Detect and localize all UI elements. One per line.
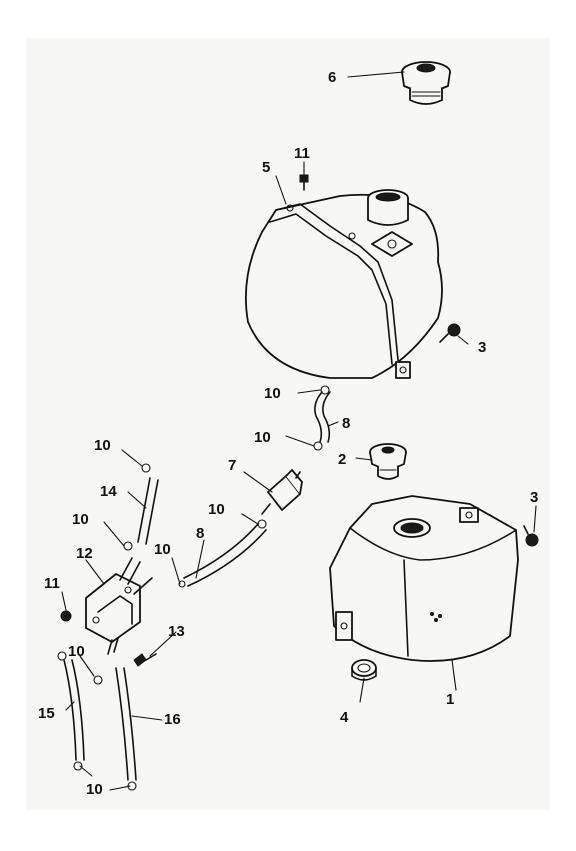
callout-13: 13	[168, 623, 185, 640]
fuel-filter-part	[261, 469, 303, 515]
diagram-sheet	[26, 38, 550, 810]
leader-lines	[61, 71, 537, 791]
callout-labels: 1 2 3 3 4 5 6 7 8 8 10 10 10 10 10 10 10…	[38, 69, 538, 798]
callout-8-upper: 8	[342, 415, 350, 432]
fuel-cap-top-part	[401, 61, 451, 105]
lower-fuel-tank-part	[329, 495, 519, 662]
callout-15: 15	[38, 705, 55, 722]
callout-11-top: 11	[294, 145, 310, 162]
callout-10-hose-14-bottom: 10	[72, 511, 89, 528]
upper-fuel-tank-part	[245, 189, 443, 379]
callout-16: 16	[164, 711, 181, 728]
callout-10-hose-14-top: 10	[94, 437, 111, 454]
callout-4: 4	[340, 709, 349, 726]
bolt-upper-right-part	[439, 323, 461, 343]
fuel-cap-middle-part	[369, 443, 407, 480]
bolt-top-part	[299, 174, 309, 191]
callout-10-filter: 10	[208, 501, 225, 518]
callout-14: 14	[100, 483, 117, 500]
vacuum-hose-part	[123, 463, 159, 551]
drain-hoses-part	[57, 651, 137, 791]
callout-5: 5	[262, 159, 270, 176]
callout-10-lower-hose: 10	[154, 541, 171, 558]
callout-8-lower: 8	[196, 525, 204, 542]
callout-7: 7	[228, 457, 236, 474]
callout-3-upper: 3	[478, 339, 486, 356]
upper-fuel-hose-part	[313, 385, 331, 451]
bolt-left-part	[60, 610, 72, 622]
grommet-part	[351, 659, 377, 681]
callout-3-lower: 3	[530, 489, 538, 506]
callout-10-hose-16-bottom: 10	[86, 781, 103, 798]
callout-10-upper-hose-bottom: 10	[254, 429, 271, 446]
callout-12: 12	[76, 545, 93, 562]
bolt-lower-right-part	[523, 525, 539, 547]
screw-part	[133, 653, 157, 667]
fuel-pump-part	[85, 557, 153, 655]
lower-fuel-hose-part	[178, 519, 267, 588]
callout-6: 6	[328, 69, 336, 86]
callout-11-left: 11	[44, 575, 60, 592]
callout-2: 2	[338, 451, 346, 468]
callout-10-pump-bottom: 10	[68, 643, 85, 660]
callout-1: 1	[446, 691, 454, 708]
callout-10-upper-hose-top: 10	[264, 385, 281, 402]
